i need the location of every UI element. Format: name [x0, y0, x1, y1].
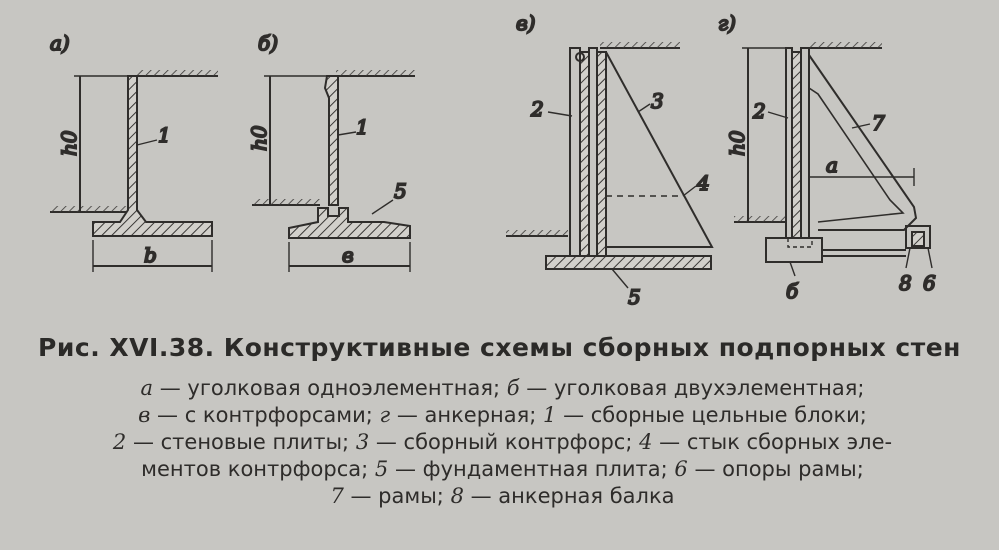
figure-drawings: а) h0 b 1 б) h0 [49, 10, 937, 310]
panel-a-h0: h0 [57, 130, 81, 156]
legend-key: 2 [112, 430, 127, 454]
legend-key: в [138, 403, 151, 427]
legend-key: 1 [543, 403, 557, 427]
legend-key: 7 [330, 484, 344, 508]
panel-g: г) h0 a 2 7 б [717, 10, 937, 304]
legend-key: 4 [639, 430, 653, 454]
legend-key: 8 [450, 484, 464, 508]
panel-v-callout-2: 2 [530, 97, 544, 121]
legend-key: б [506, 376, 520, 400]
panel-a-letter: а) [50, 31, 70, 55]
panel-v: в) 2 3 4 5 [506, 10, 714, 310]
legend-text: ментов контрфорса; [141, 457, 375, 481]
panel-b-width-label: в [342, 243, 354, 267]
panel-g-callout-6b: 6 [923, 271, 936, 295]
panel-g-h0: h0 [725, 130, 749, 156]
legend-line: ментов контрфорса; 5 — фундаментная плит… [30, 456, 975, 483]
panel-v-callout-5: 5 [628, 285, 641, 309]
legend-text: — сборный контрфорс; [369, 430, 640, 454]
panel-v-callout-3: 3 [651, 89, 664, 113]
panel-a: а) h0 b 1 [49, 30, 218, 272]
panel-a-callout-1: 1 [158, 123, 171, 147]
legend-key: 5 [374, 457, 389, 481]
figure-caption: Рис. XVI.38. Конструктивные схемы сборны… [38, 333, 961, 362]
panel-a-b-label: b [144, 243, 157, 267]
legend-text: — анкерная; [390, 403, 544, 427]
panel-g-callout-6a: б [786, 279, 799, 303]
legend-text: — анкерная балка [463, 484, 675, 508]
legend-key: г [379, 403, 391, 427]
panel-g-letter: г) [718, 11, 736, 35]
legend-key: а [140, 376, 154, 400]
legend-text: — фундаментная плита; [388, 457, 675, 481]
legend-text: — уголковая одноэлементная; [153, 376, 507, 400]
legend-line: 2 — стеновые плиты; 3 — сборный контрфор… [30, 429, 975, 456]
panel-v-letter: в) [516, 11, 535, 35]
legend-key: 3 [355, 430, 370, 454]
legend-text: — уголковая двухэлементная; [519, 376, 865, 400]
legend-text: — с контрфорсами; [150, 403, 380, 427]
panel-b: б) h0 в 1 5 [246, 30, 415, 272]
panel-v-callout-4: 4 [696, 171, 710, 195]
legend-line: 7 — рамы; 8 — анкерная балка [30, 483, 975, 510]
figure-legend: а — уголковая одноэлементная; б — уголко… [30, 375, 975, 510]
legend-text: — стеновые плиты; [126, 430, 356, 454]
panel-g-callout-8: 8 [899, 271, 912, 295]
panel-b-callout-5: 5 [394, 179, 407, 203]
panel-g-a-label: a [826, 153, 838, 177]
legend-text: — рамы; [343, 484, 451, 508]
legend-line: в — с контрфорсами; г — анкерная; 1 — сб… [30, 402, 975, 429]
panel-g-callout-2: 2 [752, 99, 766, 123]
legend-text: — сборные цельные блоки; [556, 403, 867, 427]
legend-text: — стык сборных эле- [652, 430, 893, 454]
panel-b-callout-1: 1 [356, 115, 369, 139]
legend-text: — опоры рамы; [687, 457, 864, 481]
legend-key: 6 [674, 457, 688, 481]
panel-b-h0: h0 [247, 125, 271, 151]
panel-g-callout-7: 7 [872, 111, 885, 135]
legend-line: а — уголковая одноэлементная; б — уголко… [30, 375, 975, 402]
panel-b-letter: б) [258, 31, 278, 55]
